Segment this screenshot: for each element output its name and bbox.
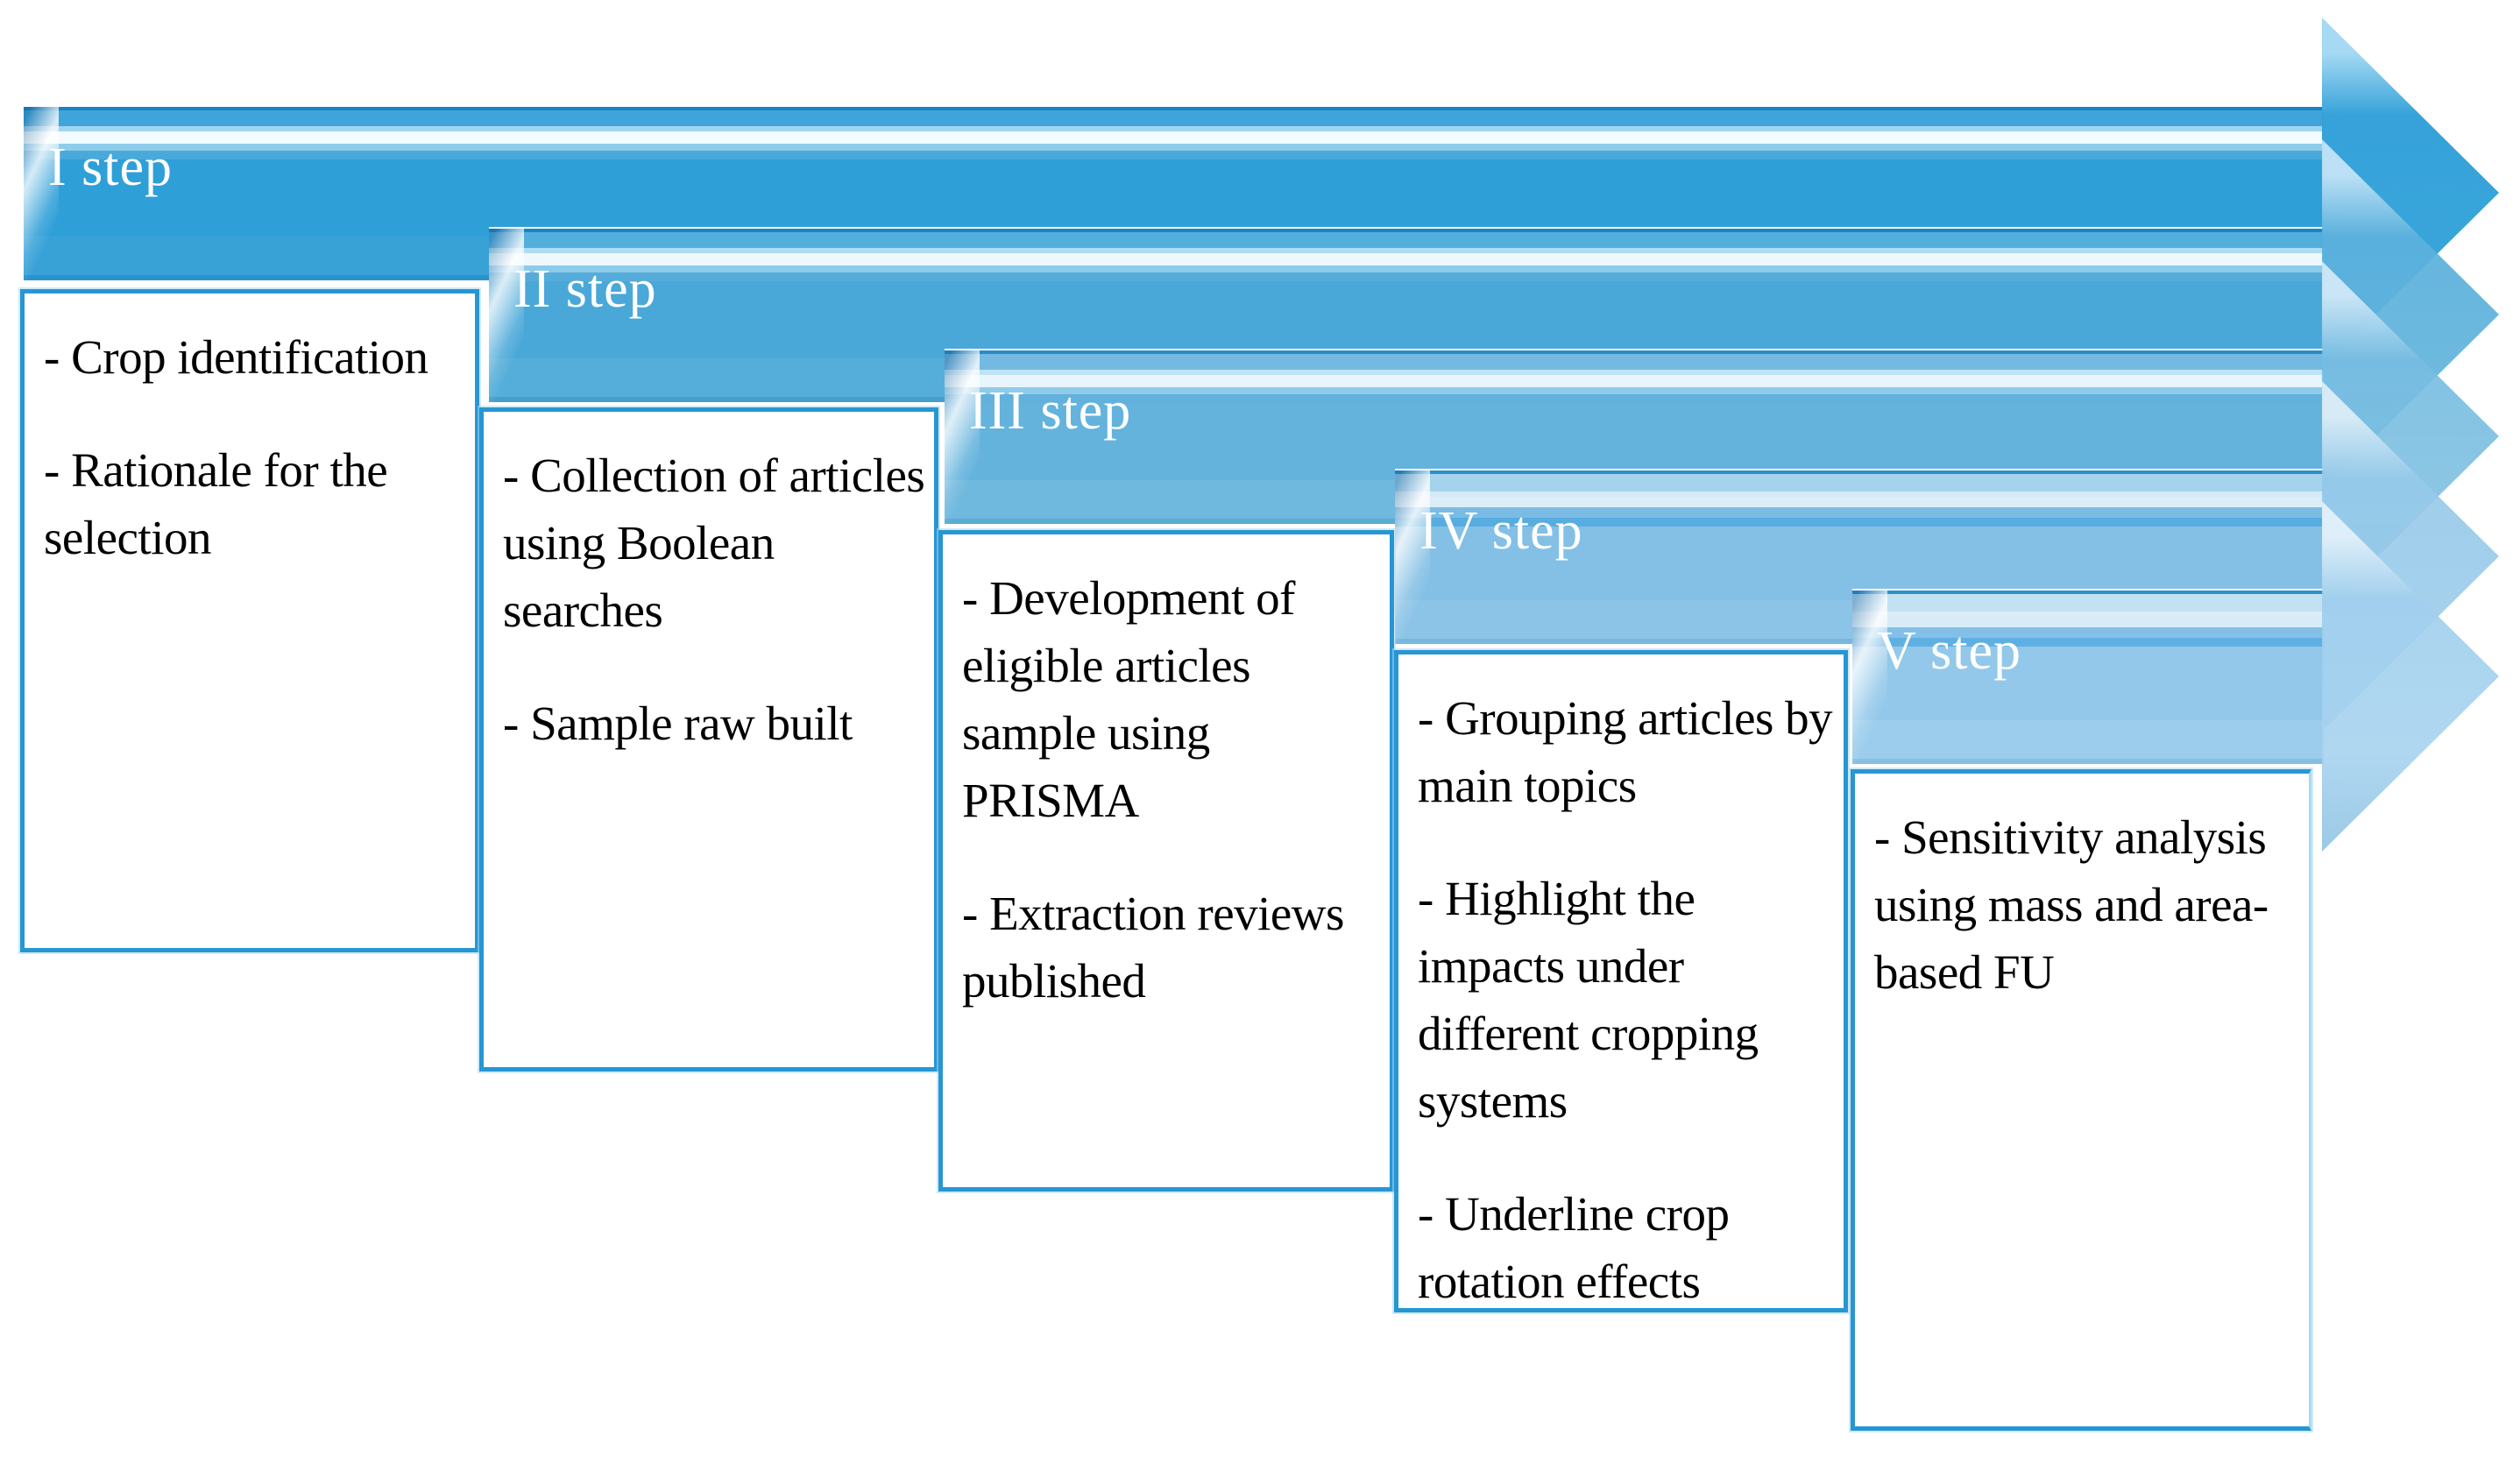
bullet-item: - Underline crop rotation effects: [1418, 1187, 1730, 1308]
step-3-arrow-body: III step: [945, 349, 2324, 524]
step-3-label: III step: [969, 381, 1132, 441]
step-5-panel: - Sensitivity analysis using mass and ar…: [1851, 769, 2311, 1431]
step-4-arrow-body: IV step: [1395, 469, 2324, 644]
step-5-arrow-body: V step: [1852, 589, 2324, 764]
step-4-panel-content: - Grouping articles by main topics - Hig…: [1398, 654, 1844, 1369]
step-2-arrow-body: II step: [489, 227, 2324, 402]
step-1-arrow-body: I step: [24, 105, 2324, 280]
step-5-arrowhead-icon: [2322, 501, 2499, 852]
step-5-label: V step: [1877, 621, 2022, 681]
step-2-arrowhead-icon: [2322, 139, 2499, 490]
bullet-item: - Development of eligible articles sampl…: [962, 571, 1295, 827]
step-3-panel-content: - Development of eligible articles sampl…: [943, 534, 1390, 1069]
step-2-panel-content: - Collection of articles using Boolean s…: [484, 412, 934, 811]
bullet-item: - Grouping articles by main topics: [1418, 691, 1833, 812]
bullet-item: - Sample raw built: [503, 697, 853, 750]
step-1-panel-content: - Crop identification - Rationale for th…: [25, 294, 475, 626]
step-3-panel: - Development of eligible articles sampl…: [938, 530, 1394, 1192]
bullet-item: - Collection of articles using Boolean s…: [503, 449, 925, 637]
step-5-panel-content: - Sensitivity analysis using mass and ar…: [1855, 774, 2309, 1060]
bullet-item: - Sensitivity analysis using mass and ar…: [1874, 810, 2269, 999]
step-2-panel: - Collection of articles using Boolean s…: [479, 407, 938, 1072]
bullet-item: - Rationale for the selection: [44, 443, 388, 564]
step-1-arrowhead-icon: [2322, 18, 2499, 368]
step-3-arrowhead-icon: [2322, 261, 2499, 612]
step-1-label: I step: [48, 138, 173, 197]
step-4-arrowhead-icon: [2322, 381, 2499, 732]
step-2-label: II step: [513, 259, 657, 319]
step-4-panel: - Grouping articles by main topics - Hig…: [1394, 650, 1848, 1312]
bullet-item: - Extraction reviews published: [962, 887, 1344, 1008]
bullet-item: - Crop identification: [44, 330, 428, 384]
bullet-item: - Highlight the impacts under different …: [1418, 872, 1759, 1128]
step-4-label: IV step: [1419, 501, 1583, 561]
step-1-panel: - Crop identification - Rationale for th…: [20, 289, 479, 952]
